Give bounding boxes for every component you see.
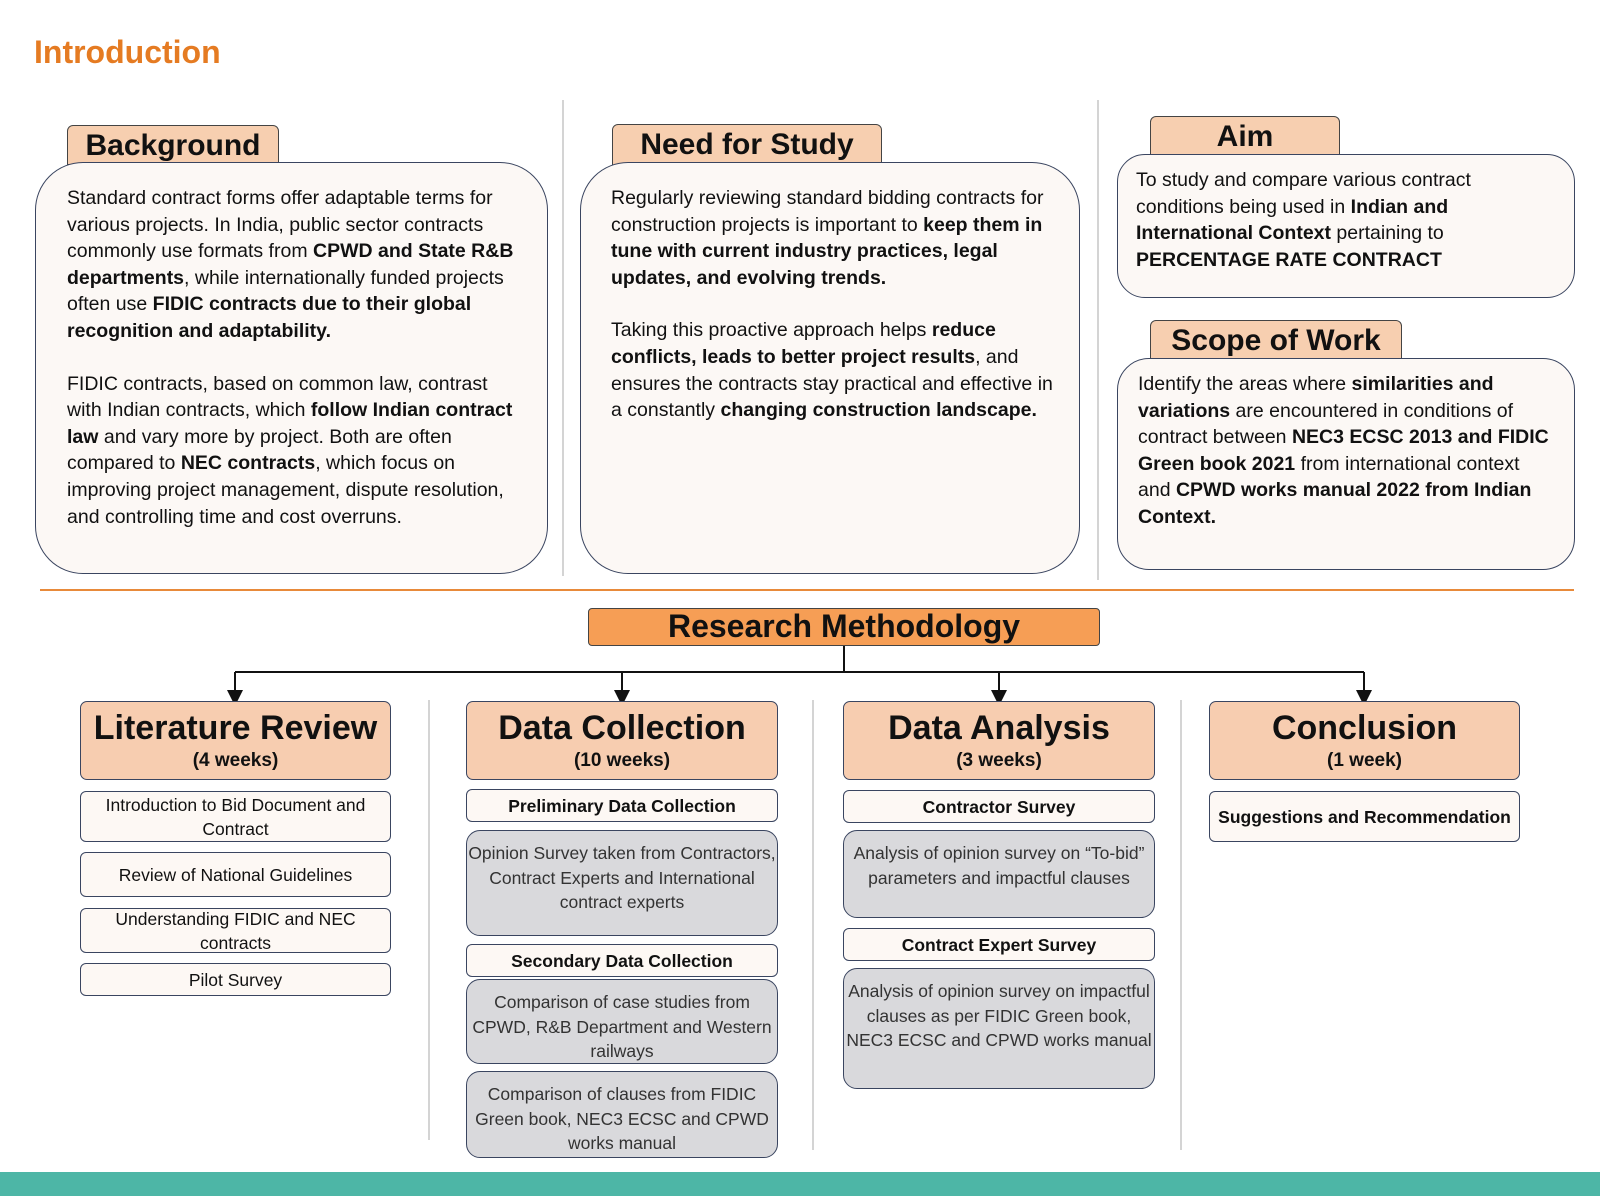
background-panel: Standard contract forms offer adaptable … [35, 162, 548, 574]
methodology-title: Research Methodology [588, 608, 1100, 646]
literature-review-header: Literature Review (4 weeks) [80, 701, 391, 780]
data-analysis-header: Data Analysis (3 weeks) [843, 701, 1155, 780]
text-run: CPWD and State R&B departments [67, 240, 514, 289]
text-run: changing construction landscape. [720, 399, 1037, 422]
text-run: reduce conflicts, leads to better projec… [611, 319, 996, 368]
preliminary-data-collection: Preliminary Data Collection [466, 789, 778, 822]
literature-item: Review of National Guidelines [80, 852, 391, 897]
data-collection-title: Data Collection [498, 709, 746, 747]
text-run: FIDIC contracts, based on common law, co… [67, 372, 488, 422]
text-run: Standard contract forms offer adaptable … [67, 187, 493, 263]
text-run: Indian and International Context [1136, 195, 1449, 245]
need-heading: Need for Study [612, 124, 882, 166]
text-run: , which focus on improving project manag… [67, 452, 504, 528]
text-run: , and ensures the contracts stay practic… [611, 345, 1053, 422]
methodology-connectors [227, 646, 1372, 706]
data-analysis-duration: (3 weeks) [956, 750, 1042, 771]
divider [562, 100, 564, 576]
text-run: PERCENTAGE RATE CONTRACT [1136, 248, 1442, 271]
text-run: keep them in tune with current industry … [611, 213, 1043, 289]
divider [428, 700, 430, 1140]
data-analysis-title: Data Analysis [888, 709, 1110, 747]
text-run: , while internationally funded projects … [67, 266, 504, 316]
text-run: NEC3 ECSC 2013 and FIDIC Green book 2021 [1138, 426, 1549, 475]
scope-heading: Scope of Work [1150, 320, 1402, 362]
text-run: similarities and variations [1138, 373, 1494, 422]
page-title: Introduction [34, 34, 221, 70]
conclusion-title: Conclusion [1271, 709, 1458, 747]
secondary-data-description-2: Comparison of clauses from FIDIC Green b… [466, 1071, 778, 1158]
background-paragraph-2: FIDIC contracts, based on common law, co… [67, 371, 521, 531]
data-collection-duration: (10 weeks) [573, 750, 671, 771]
need-panel: Regularly reviewing standard bidding con… [580, 162, 1080, 574]
text-run: follow Indian contract law [67, 399, 513, 448]
footer-bar [0, 1172, 1600, 1196]
literature-review-title: Literature Review [93, 709, 378, 747]
suggestions-and-recommendation: Suggestions and Recommendation [1209, 791, 1520, 842]
text-run: are encountered in conditions of contrac… [1138, 399, 1514, 449]
need-paragraph-2: Taking this proactive approach helps red… [611, 317, 1053, 423]
contractor-survey-description: Analysis of opinion survey on “To-bid” p… [843, 830, 1155, 918]
text-run: Taking this proactive approach helps [611, 319, 932, 342]
text-run: FIDIC contracts due to their global reco… [67, 293, 472, 342]
contract-expert-survey: Contract Expert Survey [843, 928, 1155, 961]
secondary-data-collection: Secondary Data Collection [466, 944, 778, 977]
conclusion-duration: (1 week) [1327, 750, 1402, 771]
contractor-survey: Contractor Survey [843, 790, 1155, 823]
data-collection-header: Data Collection (10 weeks) [466, 701, 778, 780]
aim-paragraph: To study and compare various contract co… [1136, 167, 1554, 273]
divider [812, 700, 814, 1150]
text-run: NEC contracts [180, 452, 316, 475]
text-run: To study and compare various contract co… [1136, 169, 1471, 218]
text-run: Identify the areas where [1138, 373, 1352, 395]
literature-review-duration: (4 weeks) [192, 750, 279, 771]
contract-expert-survey-description: Analysis of opinion survey on impactful … [843, 968, 1155, 1089]
divider [1097, 100, 1099, 580]
background-heading: Background [67, 125, 279, 165]
background-paragraph-1: Standard contract forms offer adaptable … [67, 185, 521, 345]
preliminary-data-description: Opinion Survey taken from Contractors, C… [466, 830, 778, 936]
divider [1180, 700, 1182, 1150]
text-run: CPWD works manual 2022 from Indian Conte… [1138, 479, 1532, 528]
scope-panel: Identify the areas where similarities an… [1117, 358, 1575, 570]
literature-item: Understanding FIDIC and NEC contracts [80, 908, 391, 953]
literature-item: Pilot Survey [80, 963, 391, 996]
text-run: and vary more by project. Both are often… [67, 425, 452, 475]
section-divider [40, 589, 1574, 591]
secondary-data-description-1: Comparison of case studies from CPWD, R&… [466, 979, 778, 1064]
text-run: Regularly reviewing standard bidding con… [611, 187, 1044, 236]
aim-heading: Aim [1150, 116, 1340, 156]
scope-paragraph: Identify the areas where similarities an… [1138, 371, 1556, 531]
need-paragraph-1: Regularly reviewing standard bidding con… [611, 185, 1053, 291]
conclusion-header: Conclusion (1 week) [1209, 701, 1520, 780]
aim-panel: To study and compare various contract co… [1117, 154, 1575, 298]
literature-item: Introduction to Bid Document and Contrac… [80, 791, 391, 842]
text-run: pertaining to [1331, 222, 1444, 245]
text-run: from international context and [1138, 452, 1520, 502]
